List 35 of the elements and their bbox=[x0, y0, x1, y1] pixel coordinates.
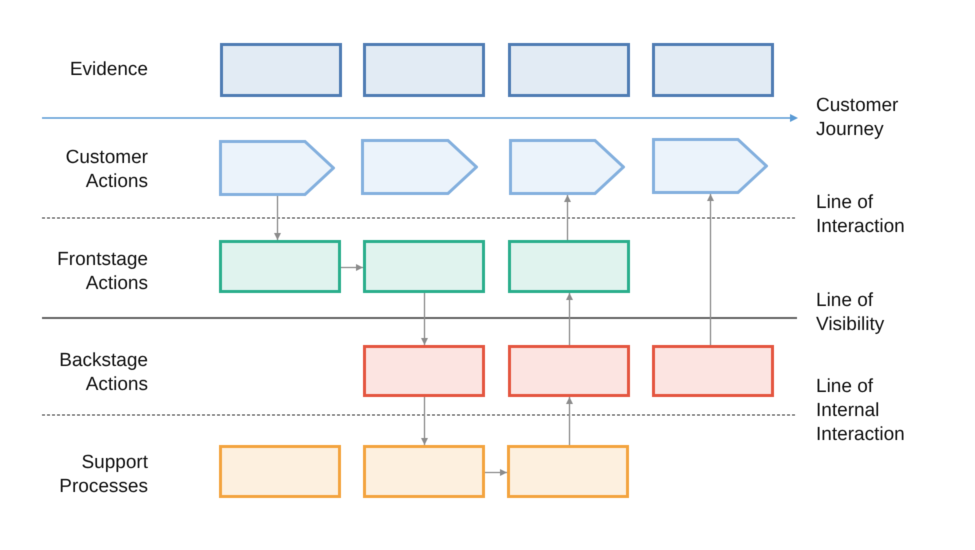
arrow bbox=[707, 194, 714, 345]
arrow bbox=[564, 195, 571, 240]
arrow bbox=[485, 469, 507, 476]
backstage-box bbox=[652, 345, 774, 397]
customer-action-pentagon bbox=[361, 139, 478, 195]
lane-label: Customer Actions bbox=[64, 146, 148, 194]
support-box bbox=[363, 445, 485, 498]
frontstage-box bbox=[363, 240, 485, 293]
arrow bbox=[421, 397, 428, 445]
evidence-box bbox=[363, 43, 485, 97]
arrow bbox=[421, 293, 428, 345]
evidence-box bbox=[220, 43, 342, 97]
frontstage-box bbox=[508, 240, 630, 293]
arrow bbox=[566, 293, 573, 345]
support-box bbox=[507, 445, 629, 498]
support-box bbox=[219, 445, 341, 498]
lane-label: Backstage Actions bbox=[58, 349, 148, 397]
lane-label: Evidence bbox=[70, 58, 148, 82]
lane-label: Support Processes bbox=[58, 451, 148, 499]
arrow bbox=[566, 397, 573, 445]
line-label: Line of Interaction bbox=[816, 191, 906, 239]
customer-action-pentagon bbox=[509, 139, 625, 195]
line-label: Line of Internal Interaction bbox=[816, 375, 906, 447]
evidence-box bbox=[652, 43, 774, 97]
customer-action-pentagon bbox=[219, 140, 335, 196]
backstage-box bbox=[363, 345, 485, 397]
line-label: Line of Visibility bbox=[816, 289, 886, 337]
backstage-box bbox=[508, 345, 630, 397]
arrow-label: Customer Journey bbox=[816, 94, 900, 142]
customer-action-pentagon bbox=[652, 138, 768, 194]
frontstage-box bbox=[219, 240, 341, 293]
arrow bbox=[341, 264, 363, 271]
evidence-box bbox=[508, 43, 630, 97]
arrow bbox=[274, 196, 281, 240]
lane-label: Frontstage Actions bbox=[56, 248, 148, 296]
